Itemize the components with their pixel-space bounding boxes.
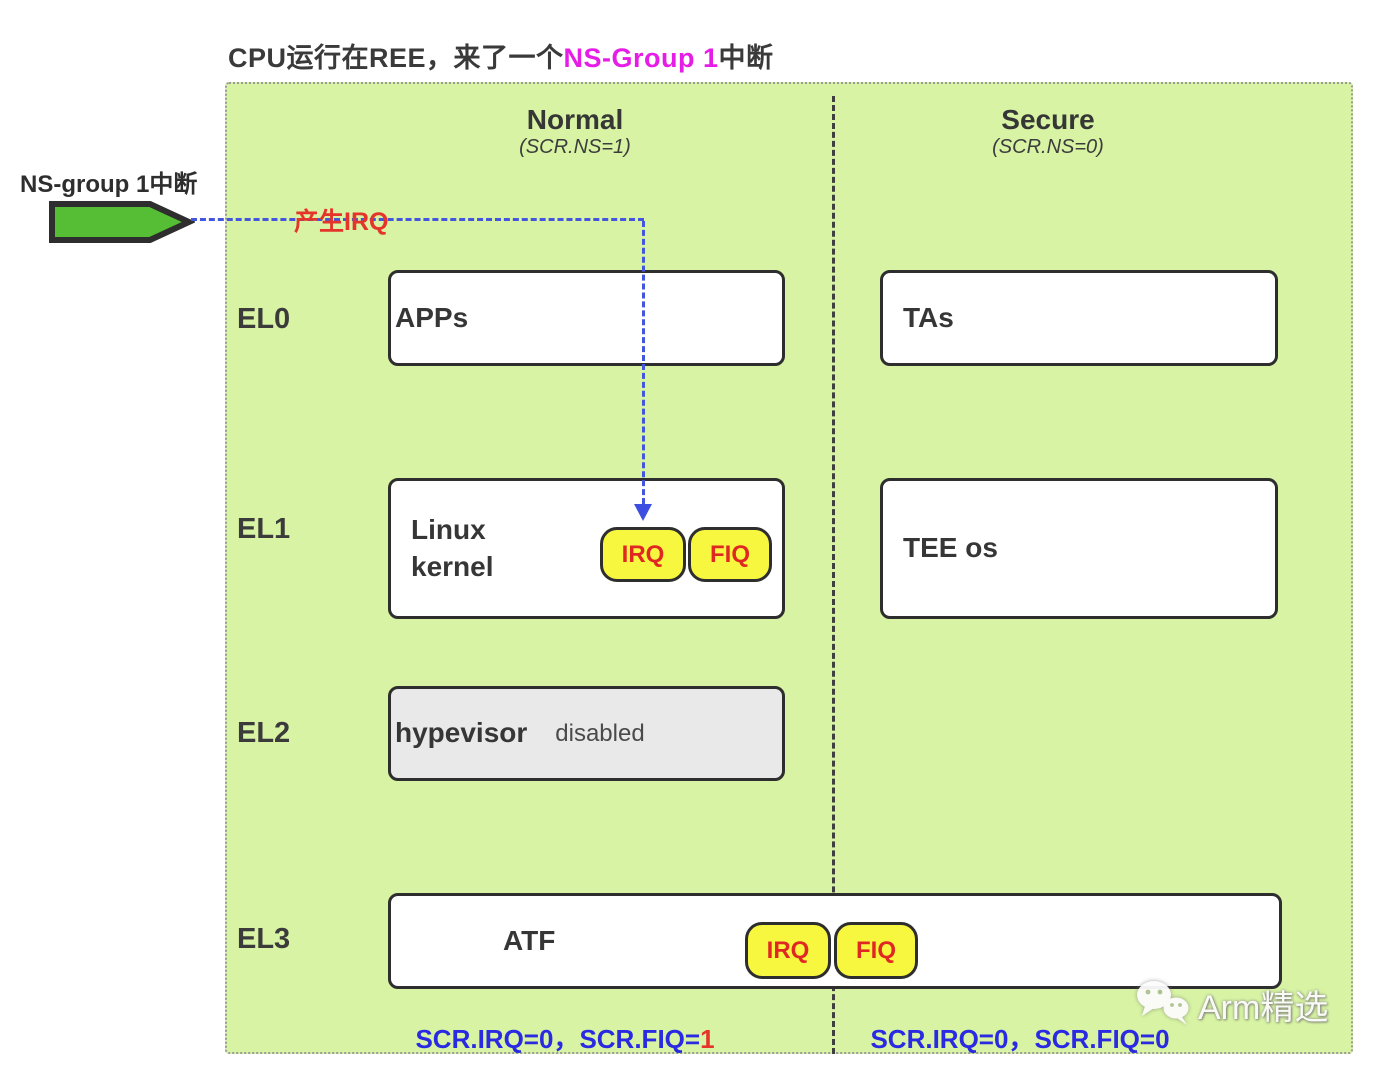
el2-label: EL2 — [237, 717, 291, 749]
irq-badge-el3: IRQ — [745, 922, 831, 979]
el0-label: EL0 — [237, 303, 291, 335]
irq-annotation: 产生IRQ — [294, 208, 389, 236]
normal-scr-prefix: SCR.IRQ=0，SCR.FIQ= — [415, 1024, 701, 1054]
title-suffix: 中断 — [718, 43, 774, 73]
title-highlight: NS-Group 1 — [563, 43, 719, 73]
apps-box-label: APPs — [395, 301, 469, 333]
secure-scr-fiq-value: 0 — [1155, 1024, 1170, 1054]
hypervisor-box: hypevisor disabled — [388, 686, 785, 781]
irq-flow-arrowhead-icon — [634, 504, 652, 521]
el3-label: EL3 — [237, 923, 291, 955]
secure-world-header: Secure (SCR.NS=0) — [898, 104, 1198, 159]
apps-box: APPs — [388, 270, 785, 366]
fiq-badge-el1: FIQ — [688, 527, 772, 582]
hypervisor-box-label: hypevisor — [395, 717, 528, 749]
world-divider-line — [832, 96, 835, 1054]
secure-world-name: Secure — [1001, 104, 1095, 135]
page-title: CPU运行在REE，来了一个NS-Group 1中断 — [228, 36, 774, 75]
normal-world-name: Normal — [526, 104, 624, 135]
tee-os-box: TEE os — [880, 478, 1278, 619]
secure-scr-status: SCR.IRQ=0，SCR.FIQ=0 — [845, 1019, 1195, 1056]
watermark: Arm精选 — [1134, 978, 1328, 1031]
irq-flow-line-vertical — [642, 221, 645, 504]
hypervisor-status-text: disabled — [555, 719, 645, 747]
irq-badge-el1: IRQ — [600, 527, 686, 582]
fiq-badge-el3: FIQ — [834, 922, 918, 979]
normal-world-subtitle: (SCR.NS=1) — [519, 136, 631, 159]
wechat-icon — [1134, 978, 1192, 1031]
el1-label: EL1 — [237, 513, 291, 545]
title-prefix: CPU运行在REE，来了一个 — [228, 43, 564, 73]
watermark-text: Arm精选 — [1198, 989, 1329, 1027]
secure-scr-prefix: SCR.IRQ=0，SCR.FIQ= — [870, 1024, 1156, 1054]
interrupt-arrow-icon — [47, 199, 197, 250]
interrupt-source-label: NS-group 1中断 — [20, 171, 198, 198]
tas-box-label: TAs — [903, 301, 954, 333]
irq-flow-line-horizontal — [191, 218, 644, 221]
normal-scr-status: SCR.IRQ=0，SCR.FIQ=1 — [390, 1019, 740, 1056]
normal-world-header: Normal (SCR.NS=1) — [425, 104, 725, 159]
tee-os-box-label: TEE os — [903, 532, 998, 564]
tas-box: TAs — [880, 270, 1278, 366]
normal-scr-fiq-value: 1 — [700, 1024, 715, 1054]
linux-kernel-box-label: Linux kernel — [411, 514, 494, 582]
linux-kernel-box: Linux kernel — [388, 478, 785, 619]
secure-world-subtitle: (SCR.NS=0) — [992, 136, 1104, 159]
atf-box-label: ATF — [503, 924, 556, 956]
